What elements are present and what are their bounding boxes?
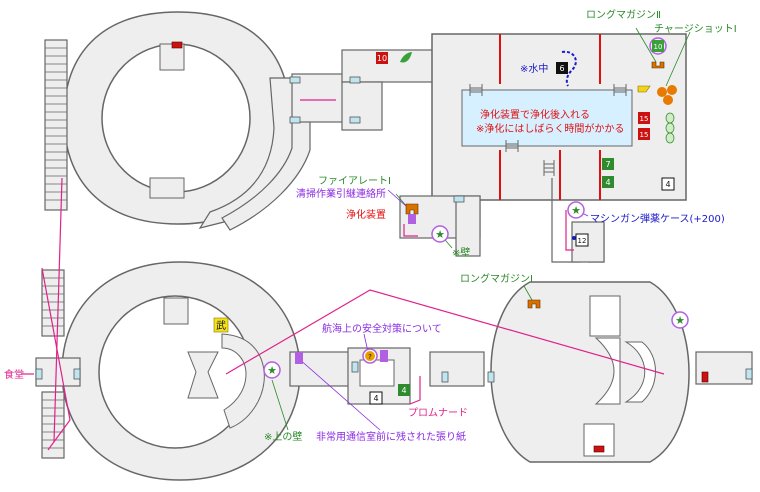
corridor-promenade-left bbox=[429, 351, 485, 387]
label-cleaning-route: 清掃作業引継連絡所 bbox=[296, 187, 386, 200]
label-charge-shot-1: チャージショットⅠ bbox=[654, 23, 737, 35]
callout-line bbox=[297, 357, 381, 431]
star-upper-wall-icon: ★ bbox=[263, 361, 281, 379]
route-arrow bbox=[403, 224, 418, 237]
ammo-marker-15-a: 15 bbox=[638, 112, 650, 124]
long-magazine-2-icon bbox=[651, 61, 665, 69]
label-long-magazine-1: ロングマガジンⅠ bbox=[460, 272, 533, 285]
marker-label: 7 bbox=[605, 160, 610, 169]
ammo-marker-4-box: 4 bbox=[661, 177, 675, 191]
fire-rate-1-icon bbox=[405, 203, 419, 215]
label-long-magazine-2: ロングマガジンⅡ bbox=[586, 8, 661, 21]
door-icon bbox=[745, 368, 753, 380]
star-right-room-icon: ★ bbox=[671, 311, 689, 329]
door-icon bbox=[351, 361, 359, 373]
route-arrow bbox=[53, 177, 63, 443]
marker-6-underwater: 6 bbox=[556, 62, 568, 74]
marker-label: 4 bbox=[401, 386, 406, 395]
corridor-cafeteria bbox=[35, 357, 81, 387]
marker-label: 4 bbox=[665, 180, 670, 189]
mg-ammo-dot-icon bbox=[572, 236, 576, 240]
label-purify-note-2: ※浄化にはしばらく時間がかかる bbox=[476, 122, 624, 135]
callout-line bbox=[635, 27, 657, 63]
stair-bottom-left-lower bbox=[41, 391, 65, 459]
callout-line bbox=[523, 285, 533, 301]
door-icon bbox=[349, 76, 361, 84]
marker-label: 15 bbox=[640, 131, 649, 139]
svg-text:★: ★ bbox=[435, 228, 445, 241]
curved-corridor-top-left bbox=[198, 77, 311, 231]
room-bottom-left-ring bbox=[61, 261, 301, 481]
marker-label: 武 bbox=[216, 319, 226, 332]
charge-shot-1-icon bbox=[637, 85, 651, 93]
label-emergency-doc: 非常用通信室前に残された張り紙 bbox=[316, 430, 466, 443]
safety-doc-icon bbox=[380, 350, 388, 362]
callout-line bbox=[665, 31, 691, 87]
label-purify-note-1: 浄化装置で浄化後入れる bbox=[480, 108, 590, 121]
star-wall-icon: ★ bbox=[431, 225, 449, 243]
door-icon bbox=[289, 76, 301, 84]
label-wall-note: ※壁 bbox=[452, 246, 470, 259]
label-promenade: プロムナード bbox=[408, 407, 468, 419]
route-arrow bbox=[225, 289, 665, 375]
svg-text:★: ★ bbox=[675, 314, 685, 327]
purifier-device bbox=[405, 203, 419, 224]
marker-label: 12 bbox=[578, 237, 587, 245]
marker-label: 4 bbox=[373, 394, 378, 403]
door-icon bbox=[441, 371, 449, 383]
route-arrow bbox=[565, 210, 574, 251]
weapon-marker: 武 bbox=[213, 317, 229, 333]
locked-door-icon bbox=[593, 445, 605, 453]
stair-top-left bbox=[44, 39, 68, 211]
route-arrow bbox=[41, 267, 71, 451]
door-icon bbox=[73, 368, 81, 380]
marker-label: ? bbox=[368, 353, 372, 361]
marker-label: 10 bbox=[654, 43, 663, 51]
door-icon bbox=[289, 116, 301, 124]
label-mg-ammo-case: マシンガン弾薬ケース(+200) bbox=[590, 212, 725, 225]
document-question-marker: ? bbox=[362, 348, 378, 364]
door-icon bbox=[349, 116, 361, 124]
marker-4-mid-box: 4 bbox=[369, 391, 383, 405]
label-cafeteria: 食堂 bbox=[4, 368, 24, 381]
door-icon bbox=[487, 371, 495, 383]
marker-label: 4 bbox=[605, 178, 610, 187]
marker-4-mid-green: 4 bbox=[398, 384, 410, 396]
marker-10-green: 10 bbox=[649, 37, 667, 55]
door-icon bbox=[35, 368, 43, 380]
corridor-bottom-center bbox=[289, 347, 411, 405]
ammo-marker-15-b: 15 bbox=[638, 128, 650, 140]
long-magazine-1-icon bbox=[527, 299, 541, 309]
svg-text:★: ★ bbox=[571, 204, 581, 217]
label-safety-doc: 航海上の安全対策について bbox=[322, 322, 442, 335]
ammo-marker-10-red: 10 bbox=[376, 52, 388, 64]
marker-label: 15 bbox=[640, 115, 649, 123]
purifier-icon bbox=[408, 214, 416, 224]
label-upper-wall: ※上の壁 bbox=[264, 430, 302, 443]
callout-line bbox=[387, 189, 407, 207]
locked-door-icon bbox=[701, 371, 709, 383]
label-underwater: ※水中 bbox=[520, 62, 548, 75]
star-mg-ammo-icon: ★ bbox=[567, 201, 585, 219]
ammo-marker-4-green: 4 bbox=[602, 176, 614, 188]
marker-12: 12 bbox=[575, 233, 589, 247]
room-promenade-hall bbox=[490, 281, 690, 463]
marker-label: 6 bbox=[559, 64, 564, 73]
callout-line bbox=[271, 379, 289, 431]
door-icon bbox=[453, 195, 465, 203]
label-purifier: 浄化装置 bbox=[346, 208, 386, 221]
emergency-note-icon bbox=[295, 352, 303, 364]
orange-barrels-icon bbox=[657, 85, 677, 105]
herb-leaf-icon bbox=[400, 52, 412, 63]
route-arrow bbox=[409, 376, 421, 405]
label-fire-rate-1: ファイアレートⅠ bbox=[318, 176, 391, 187]
svg-text:★: ★ bbox=[267, 364, 277, 377]
locked-door-icon bbox=[171, 41, 183, 49]
marker-label: 10 bbox=[377, 54, 387, 63]
green-canisters-icon bbox=[665, 112, 675, 144]
ammo-marker-7: 7 bbox=[602, 158, 614, 170]
